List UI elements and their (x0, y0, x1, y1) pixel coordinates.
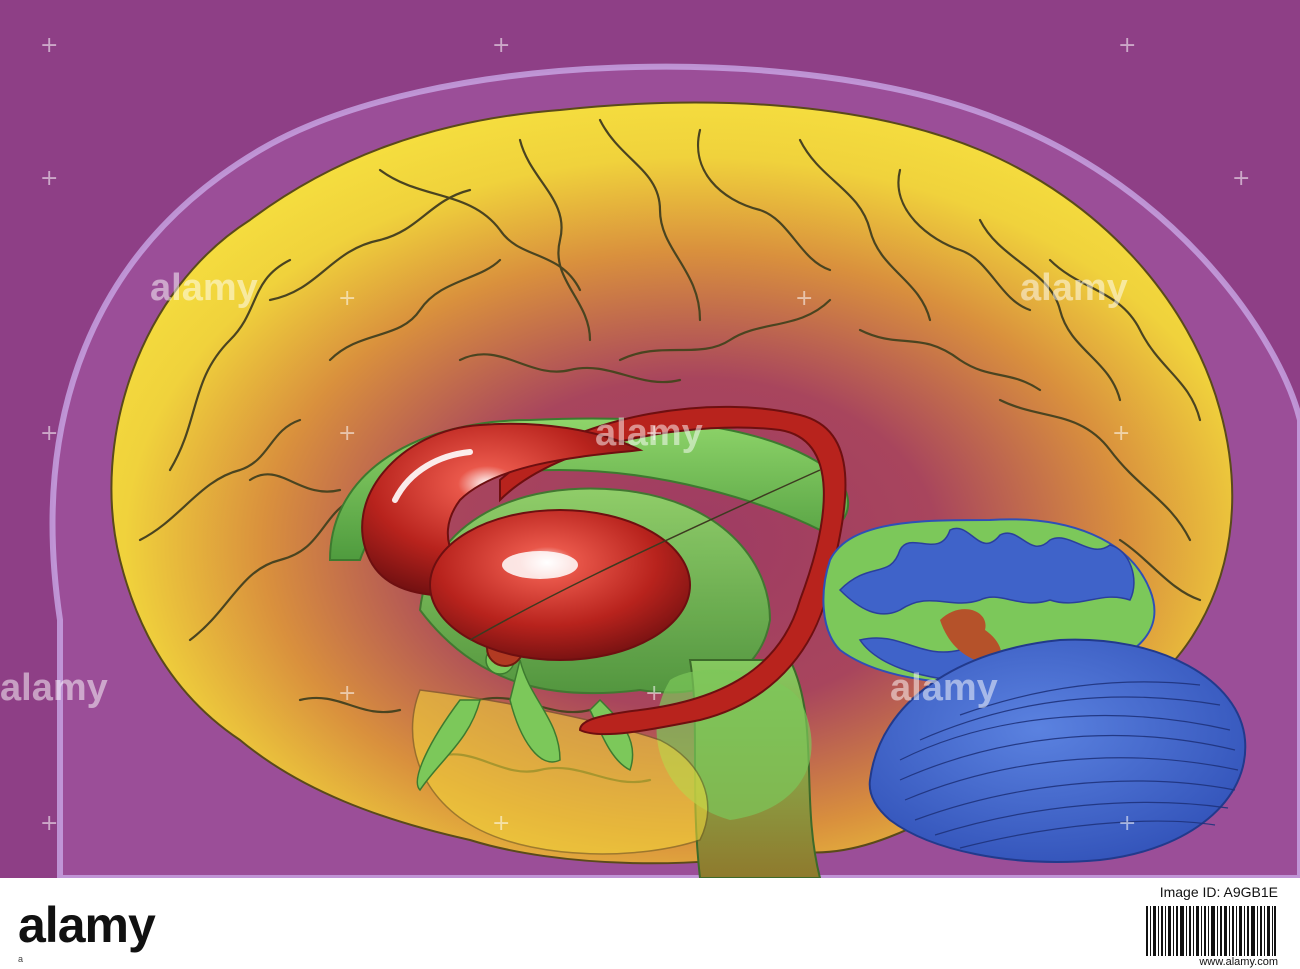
lentiform-highlight (502, 551, 578, 579)
watermark-plus: + (1118, 33, 1136, 58)
cerebellum-folia (899, 681, 1239, 849)
watermark-plus: + (40, 33, 58, 58)
watermark-layer: alamy alamy alamy alamy alamy + + + + + … (0, 33, 1250, 836)
barcode (1146, 906, 1276, 956)
logo-subscript: a (18, 954, 24, 964)
watermark-plus: + (492, 811, 510, 836)
watermark-plus: + (338, 681, 356, 706)
watermark-plus: + (1232, 166, 1250, 191)
watermark-text: alamy (595, 412, 703, 454)
alamy-logo: alamy (18, 897, 156, 953)
watermark-plus: + (40, 811, 58, 836)
brain-illustration: alamy alamy alamy alamy alamy + + + + + … (0, 0, 1300, 878)
watermark-plus: + (492, 33, 510, 58)
watermark-plus: + (645, 421, 663, 446)
internal-capsule-line (469, 469, 821, 641)
sulci-lines (138, 118, 1202, 794)
watermark-plus: + (338, 421, 356, 446)
watermark-plus: + (1112, 421, 1130, 446)
temporal-lobe (411, 689, 709, 855)
watermark-plus: + (645, 681, 663, 706)
lentiform-nucleus (429, 509, 691, 661)
cerebellum (868, 638, 1247, 863)
watermark-plus: + (40, 421, 58, 446)
watermark-plus: + (40, 166, 58, 191)
dentate-nucleus (940, 609, 1002, 665)
watermark-plus: + (795, 286, 813, 311)
stock-footer: alamy a Image ID: A9GB1E www.alamy.com (0, 878, 1300, 969)
site-url: www.alamy.com (1199, 956, 1278, 968)
watermark-text: alamy (150, 267, 258, 309)
watermark-plus: + (1118, 811, 1136, 836)
watermark-text: alamy (0, 667, 108, 709)
caudate-highlight (392, 449, 473, 503)
watermark-plus: + (338, 286, 356, 311)
image-id: Image ID: A9GB1E (1159, 884, 1278, 900)
watermark-text: alamy (1020, 267, 1128, 309)
caudate-tail (499, 405, 847, 736)
watermark-text: alamy (890, 667, 998, 709)
